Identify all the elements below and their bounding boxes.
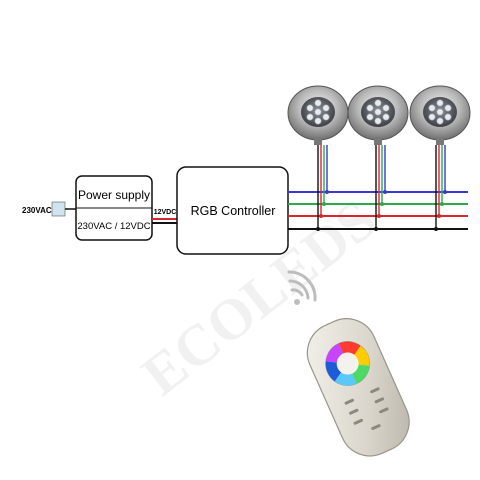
led-lamp-1	[287, 85, 349, 145]
power-supply-rating: 230VAC / 12VDC	[77, 221, 150, 232]
lamp-2-drop	[374, 145, 387, 231]
input-voltage-label: 230VAC	[22, 206, 52, 215]
led-lamp-3	[409, 85, 471, 145]
remote-buttons	[344, 387, 389, 430]
dc-link-label: 12VDC	[154, 209, 177, 216]
input-plug	[51, 201, 66, 217]
touch-remote	[306, 318, 410, 457]
rgb-controller-title: RGB Controller	[191, 204, 276, 218]
lamp-3-drop	[434, 145, 447, 231]
color-wheel-ring	[325, 341, 370, 386]
power-supply-title: Power supply	[78, 188, 150, 202]
led-lamp-2	[347, 85, 409, 145]
wireless-signal-icon	[287, 270, 317, 305]
power-supply-box: Power supply 230VAC / 12VDC	[75, 175, 153, 241]
rgb-controller-box: RGB Controller	[176, 166, 289, 255]
lamp-1-drop	[316, 145, 329, 231]
